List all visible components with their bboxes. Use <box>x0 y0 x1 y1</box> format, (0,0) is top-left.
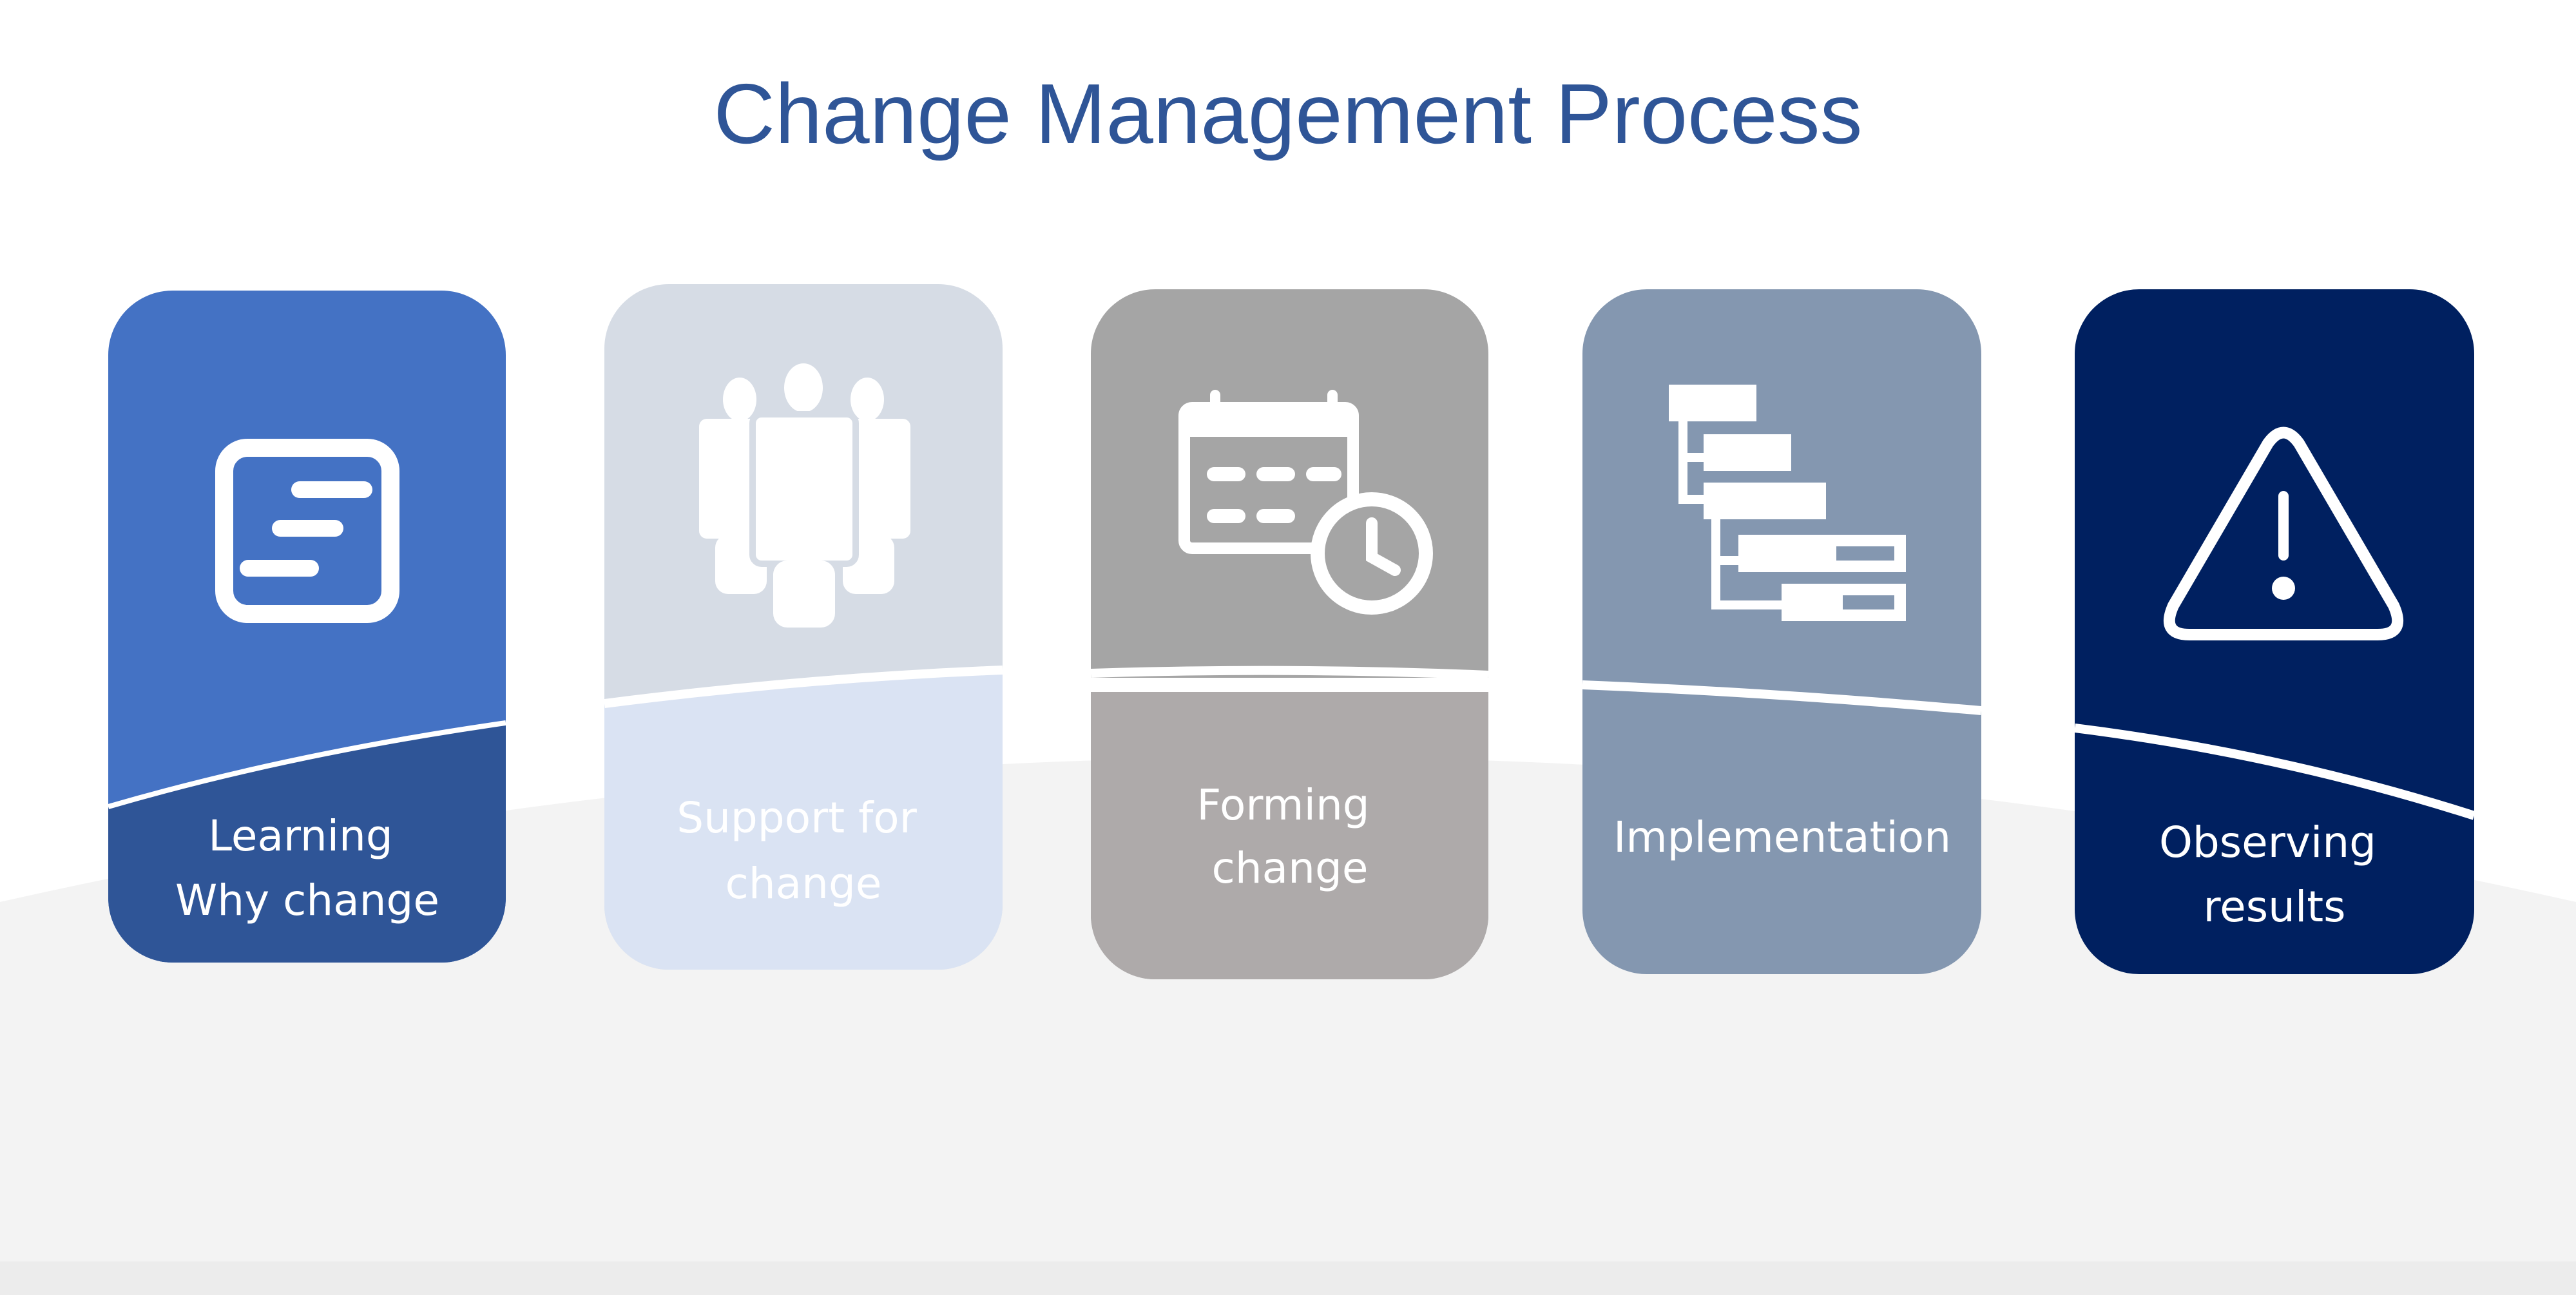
hierarchy-tree-icon <box>1669 385 1906 621</box>
step-label: Support for change <box>677 793 930 908</box>
step-label: Observing results <box>2159 818 2390 932</box>
step-label: Learning Why change <box>175 811 439 925</box>
page-title: Change Management Process <box>713 66 1862 161</box>
team-people-icon <box>699 363 910 628</box>
warning-triangle-icon <box>2163 427 2404 640</box>
step-card-learning[interactable] <box>108 291 506 963</box>
calendar-clock-icon <box>1178 390 1433 615</box>
step-card-implementation[interactable] <box>1582 289 1981 974</box>
step-label: Implementation <box>1613 812 1951 862</box>
footer-band <box>0 1261 2576 1295</box>
step-label: Forming change <box>1197 780 1383 893</box>
document-lines-icon <box>215 439 399 623</box>
